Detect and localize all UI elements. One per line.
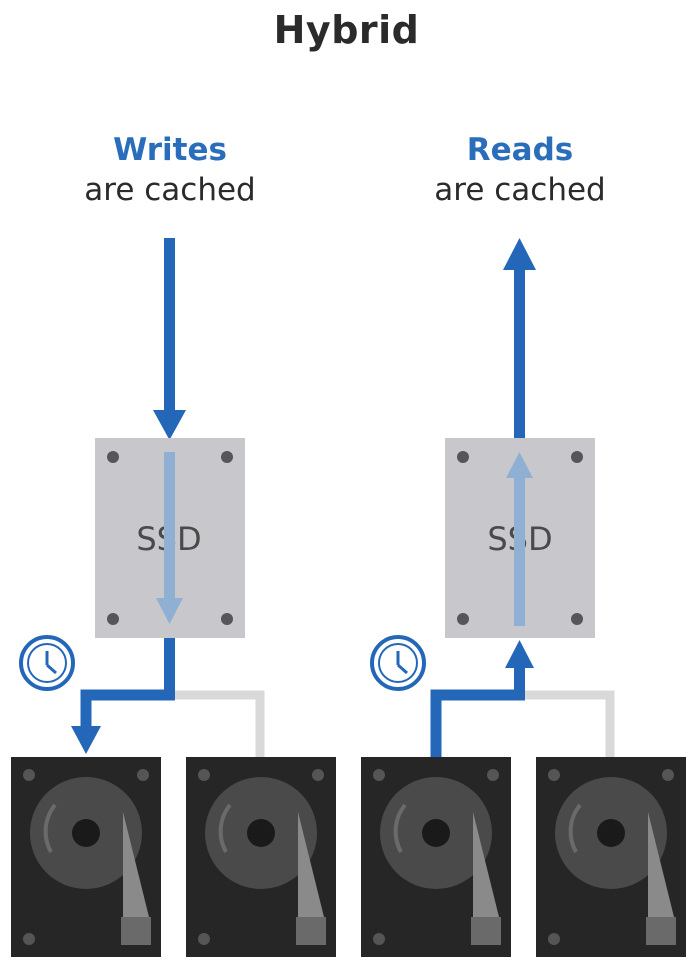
reads-outgoing-arrow (503, 238, 536, 440)
writes-subtitle: are cached (84, 172, 256, 208)
diagram-title: Hybrid (273, 8, 420, 52)
writes-keyword: Writes (113, 132, 227, 168)
writes-connector-gray (175, 690, 265, 758)
reads-keyword: Reads (466, 132, 574, 168)
hdd-icon (359, 755, 513, 959)
reads-delay-clock-icon (370, 635, 426, 691)
writes-flow-to-hdd (71, 638, 175, 754)
hdd-icon (184, 755, 338, 959)
writes-incoming-arrow (153, 238, 186, 440)
hdd-icon (534, 755, 688, 959)
reads-connector-gray (525, 690, 615, 758)
writes-delay-clock-icon (19, 635, 75, 691)
reads-heading: Reads are cached (390, 130, 650, 210)
writes-internal-arrow (156, 452, 183, 624)
writes-heading: Writes are cached (40, 130, 300, 210)
reads-flow-from-hdd (430, 640, 534, 758)
reads-internal-arrow (506, 452, 533, 626)
reads-subtitle: are cached (434, 172, 606, 208)
hdd-icon (9, 755, 163, 959)
